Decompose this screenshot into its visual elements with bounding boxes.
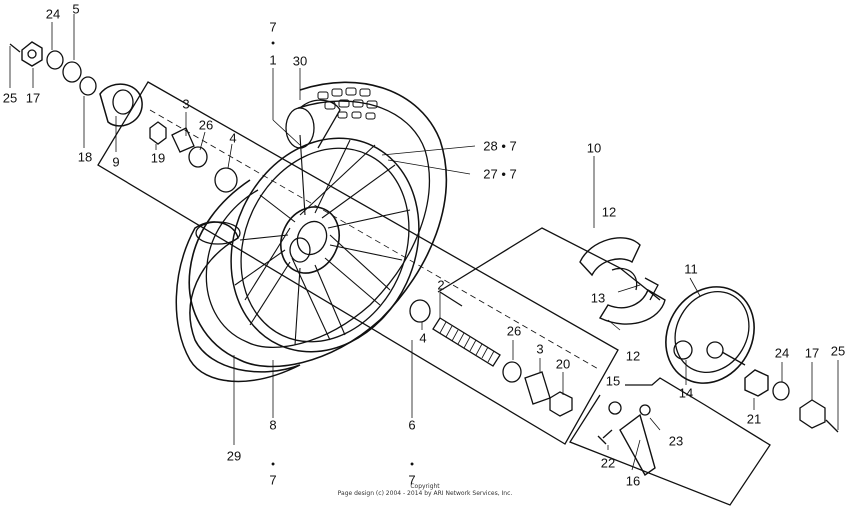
bullet: • bbox=[410, 458, 414, 471]
part-label: 25 bbox=[830, 343, 846, 359]
part-label: 23 bbox=[668, 433, 684, 449]
part-label: 24 bbox=[45, 6, 61, 22]
part-label: 20 bbox=[555, 356, 571, 372]
part-label: 9 bbox=[112, 154, 120, 170]
part-label: 6 bbox=[408, 417, 416, 433]
axle-2 bbox=[432, 317, 501, 367]
copyright-text: Page design (c) 2004 - 2014 by ARI Netwo… bbox=[337, 490, 513, 497]
tube-30 bbox=[285, 99, 341, 149]
part-label: 12 bbox=[601, 204, 617, 220]
part-label: 3 bbox=[536, 341, 544, 357]
part-label: 3 bbox=[182, 96, 190, 112]
brake-shoes bbox=[579, 237, 666, 325]
axis-line bbox=[149, 109, 601, 371]
part-label: 21 bbox=[746, 411, 762, 427]
axle-assembly-frame bbox=[97, 81, 619, 445]
part-label: 2 bbox=[437, 277, 445, 293]
part-label: 26 bbox=[506, 323, 522, 339]
part-label: 27 • 7 bbox=[483, 166, 517, 182]
rim-band-29 bbox=[175, 221, 301, 383]
part-label: 4 bbox=[419, 330, 427, 346]
part-label: 28 • 7 bbox=[483, 138, 517, 154]
part-label: 11 bbox=[684, 261, 698, 277]
part-label: 7 bbox=[269, 472, 277, 488]
part-label: 26 bbox=[198, 117, 214, 133]
bullet: • bbox=[271, 458, 275, 471]
part-label: 24 bbox=[774, 345, 790, 361]
copyright-notice: Copyright Page design (c) 2004 - 2014 by… bbox=[338, 483, 513, 497]
part-label: 7 bbox=[269, 19, 277, 35]
part-label: 19 bbox=[150, 150, 166, 166]
left-parts bbox=[9, 41, 238, 193]
leader-lines bbox=[9, 14, 839, 471]
part-label: 16 bbox=[625, 473, 641, 489]
part-label: 25 bbox=[2, 90, 18, 106]
part-label: 12 bbox=[625, 348, 641, 364]
part-label: 8 bbox=[269, 417, 277, 433]
part-label: 5 bbox=[72, 1, 80, 17]
bullet: • bbox=[271, 37, 275, 50]
copyright-title: Copyright bbox=[410, 483, 440, 490]
brake-panel bbox=[665, 286, 755, 384]
right-axle-parts bbox=[409, 299, 573, 417]
part-label: 4 bbox=[229, 130, 237, 146]
part-label: 30 bbox=[292, 53, 308, 69]
brake-arm bbox=[597, 401, 656, 477]
part-label: 29 bbox=[226, 448, 242, 464]
spokes bbox=[234, 134, 411, 346]
part-label: 18 bbox=[77, 149, 93, 165]
brake-frame-bottom bbox=[569, 377, 771, 506]
part-label: 15 bbox=[605, 373, 621, 389]
part-label: 22 bbox=[600, 455, 616, 471]
part-label: 7 bbox=[408, 472, 416, 488]
part-label: 14 bbox=[678, 385, 694, 401]
part-label: 1 bbox=[269, 52, 277, 68]
brake-frame-top bbox=[437, 227, 661, 301]
part-label: 13 bbox=[590, 290, 606, 306]
rim bbox=[230, 137, 420, 353]
part-label: 17 bbox=[804, 345, 820, 361]
part-label: 10 bbox=[586, 140, 602, 156]
part-label: 17 bbox=[25, 90, 41, 106]
hub bbox=[280, 206, 340, 274]
